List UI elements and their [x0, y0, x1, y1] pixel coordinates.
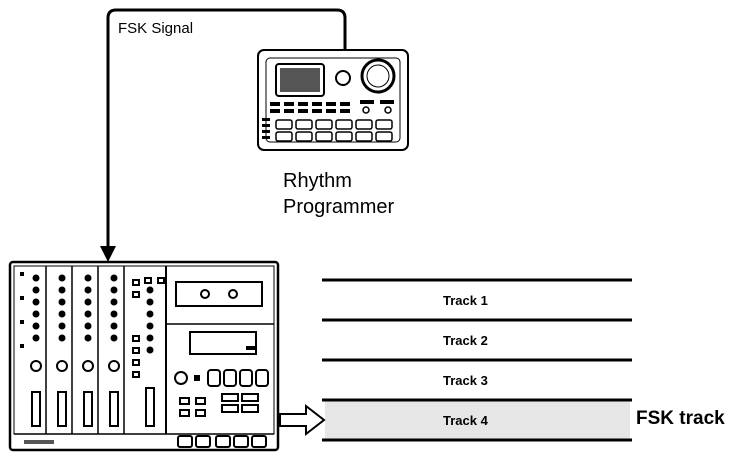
rhythm-programmer-label-line2: Programmer	[283, 196, 395, 218]
record-arrow	[279, 403, 326, 437]
fsk-track-shading	[325, 400, 630, 440]
tape-tracks	[322, 278, 632, 442]
track-3-label: Track 3	[443, 373, 488, 388]
pan-knobs	[30, 277, 165, 378]
channel-knobs	[20, 272, 154, 354]
fsk-signal-cable	[106, 8, 347, 250]
mixer-channel-strips	[45, 266, 167, 434]
channel-faders	[31, 387, 155, 427]
signal-arrowhead	[100, 246, 116, 262]
multitrack-recorder-device	[8, 260, 280, 452]
track-1-label: Track 1	[443, 293, 488, 308]
rhythm-programmer-device	[257, 49, 409, 151]
fsk-track-label: FSK track	[636, 408, 725, 429]
track-4-label: Track 4	[443, 413, 488, 428]
fsk-signal-label: FSK Signal	[118, 20, 194, 37]
track-2-label: Track 2	[443, 333, 488, 348]
rhythm-programmer-label-line1: Rhythm	[283, 170, 352, 192]
